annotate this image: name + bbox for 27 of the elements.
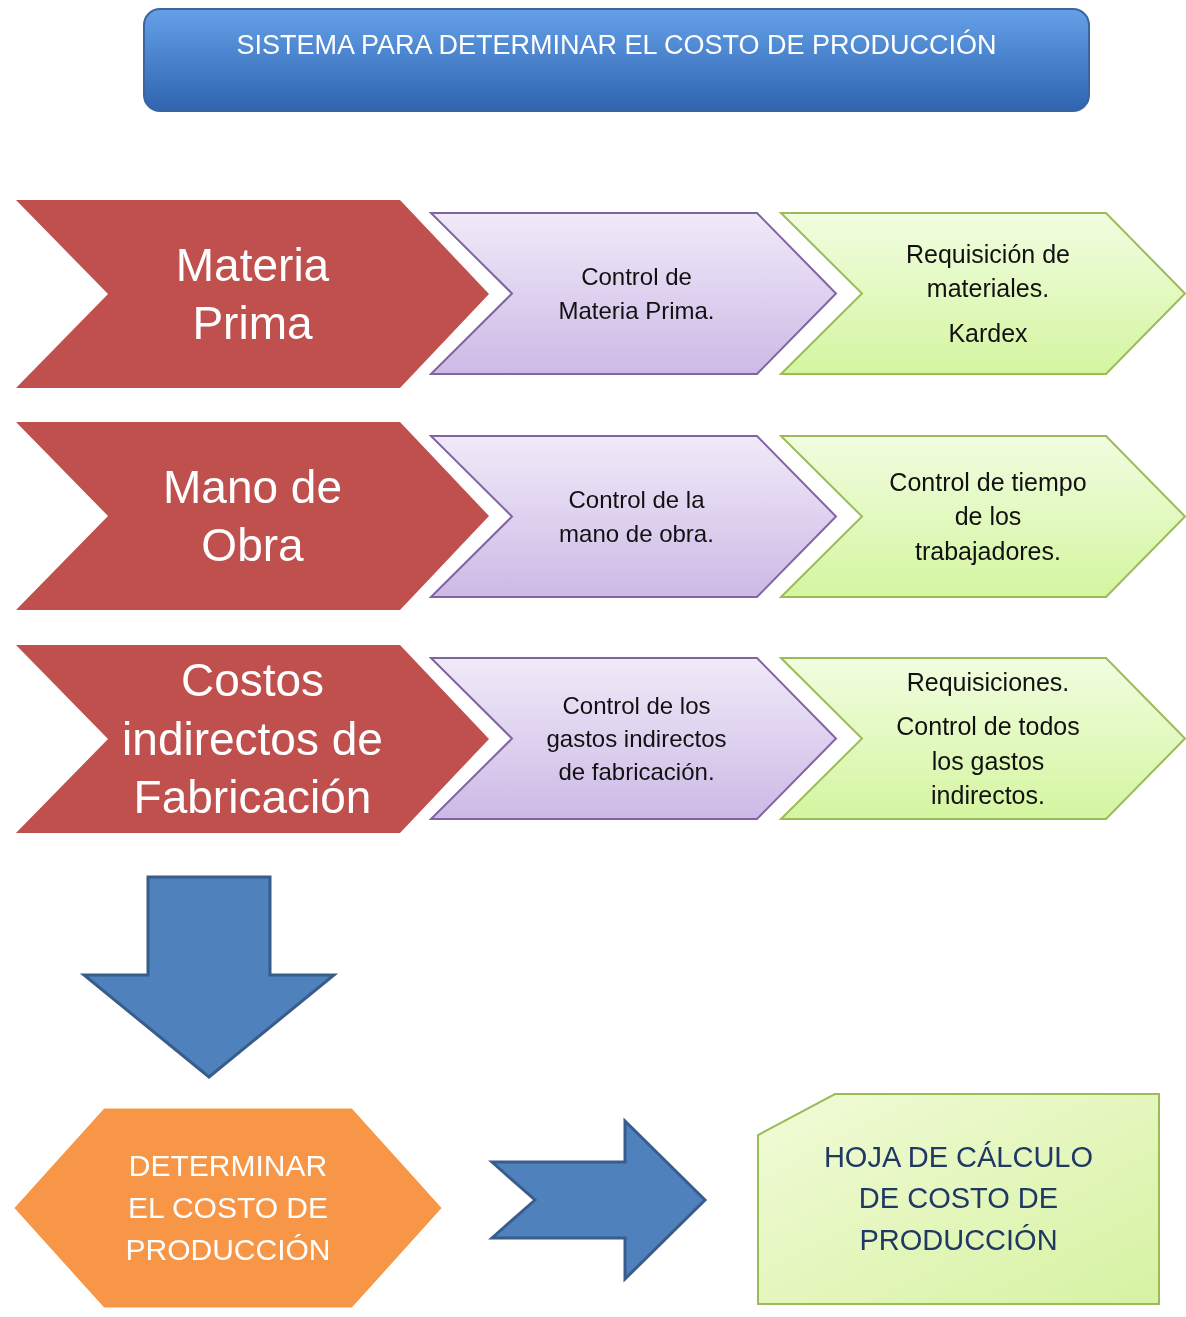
document-label: HOJA DE CÁLCULO DE COSTO DE PRODUCCIÓN — [822, 1139, 1095, 1258]
chevron-label: Mano de Obra — [162, 459, 343, 573]
category-banner — [15, 644, 490, 834]
chevron-label: Control de todos los gastos indirectos. — [895, 711, 1081, 811]
document-step-banner — [780, 657, 1186, 820]
chevron-label: Costos indirectos de Fabricación — [121, 653, 384, 826]
chevron-label: Materia Prima — [174, 237, 331, 351]
chevron-label: Control de tiempo de los trabajadores. — [888, 466, 1088, 567]
block-arrow — [488, 1117, 708, 1283]
chevron-label: Requisiciones. — [906, 666, 1070, 698]
process-step-banner — [430, 435, 837, 598]
block-arrow — [79, 875, 339, 1079]
document-step-banner — [780, 212, 1186, 375]
output-document — [757, 1093, 1160, 1305]
category-banner — [15, 421, 490, 611]
document-step-banner — [780, 435, 1186, 598]
chevron-label: Requisición de materiales. — [905, 238, 1071, 305]
chevron-label: Control de la mano de obra. — [558, 485, 715, 549]
banner-title: SISTEMA PARA DETERMINAR EL COSTO DE PRODUCCIÓN — [236, 28, 997, 62]
chevron-label: Kardex — [948, 317, 1028, 349]
title-banner — [143, 8, 1090, 112]
category-banner — [15, 199, 490, 389]
hexagon-label: DETERMINAR EL COSTO DE PRODUCCIÓN — [124, 1148, 332, 1268]
chevron-label: Control de Materia Prima. — [557, 262, 716, 326]
process-step-banner — [430, 212, 837, 375]
chevron-label: Control de los gastos indirectos de fabricación. — [545, 690, 728, 788]
process-step-banner — [430, 657, 837, 820]
